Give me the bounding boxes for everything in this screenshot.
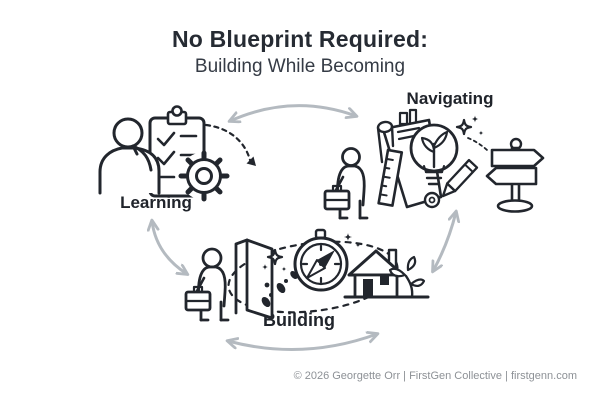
ruler-icon xyxy=(377,148,404,207)
copyright-credit: © 2026 Georgette Orr | FirstGen Collecti… xyxy=(293,370,577,382)
compass-icon xyxy=(293,228,349,292)
navigating-label: Navigating xyxy=(406,89,494,108)
thinking-person-icon xyxy=(98,117,161,195)
learning-illustration xyxy=(98,105,256,202)
page-title: No Blueprint Required: xyxy=(171,26,429,52)
sparkles-icon xyxy=(457,115,488,151)
walking-person-briefcase-icon xyxy=(184,247,230,322)
signpost-icon xyxy=(485,137,545,213)
plant-icon xyxy=(388,255,426,299)
scroll-curl-icon xyxy=(423,191,441,209)
arrow-learning-building xyxy=(152,221,187,274)
dashed-path-icon xyxy=(227,240,399,314)
arrow-navigating-building xyxy=(433,212,456,271)
arrow-building-bottom xyxy=(228,334,377,351)
learning-label: Learning xyxy=(120,193,192,212)
pencil-icon xyxy=(441,158,479,198)
navigating-illustration xyxy=(323,108,545,220)
lightbulb-sprout-icon xyxy=(409,123,459,186)
cycle-arrows xyxy=(152,104,456,351)
building-label: Building xyxy=(263,310,335,330)
building-illustration xyxy=(184,228,430,322)
arrow-learning-navigating xyxy=(230,104,356,121)
walking-person-briefcase-icon xyxy=(323,147,369,220)
page-subtitle: Building While Becoming xyxy=(194,56,406,77)
house-icon xyxy=(343,248,430,299)
dashed-arrow-icon xyxy=(204,123,256,166)
gear-icon xyxy=(178,150,230,202)
